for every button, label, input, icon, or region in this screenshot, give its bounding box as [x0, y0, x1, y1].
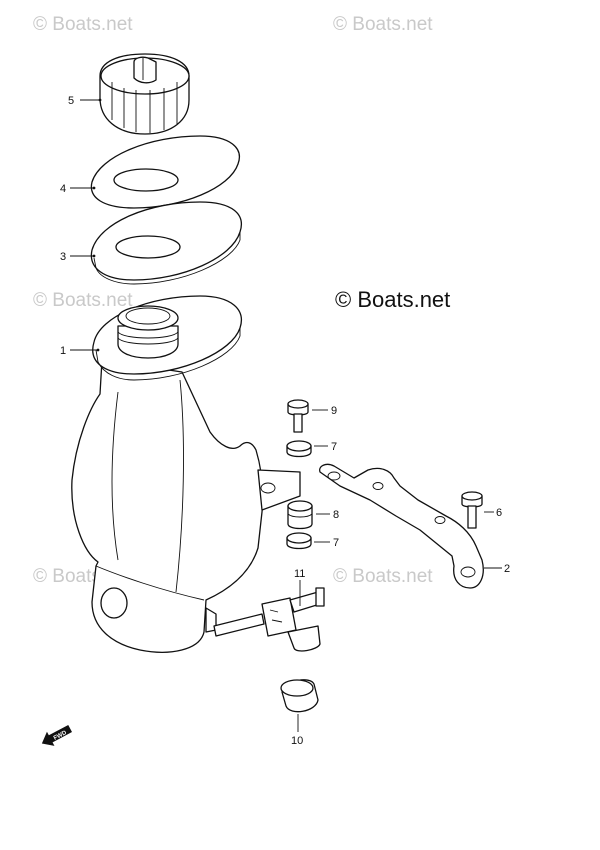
watermark-top-left: © Boats.net [33, 14, 133, 35]
callout-1: 1 [60, 345, 66, 357]
part-gasket-lower[interactable] [90, 201, 242, 285]
callout-9: 9 [331, 405, 337, 417]
watermark-low-right: © Boats.net [333, 566, 433, 587]
part-fitting[interactable] [213, 587, 325, 652]
leader-lines [70, 98, 502, 732]
part-bracket[interactable] [319, 463, 484, 589]
callout-5: 5 [68, 95, 74, 107]
part-gasket-upper[interactable] [90, 135, 240, 209]
watermark-center: © Boats.net [335, 287, 450, 312]
part-bolt-upper[interactable] [287, 399, 309, 433]
watermark-top-right: © Boats.net [333, 14, 433, 35]
callout-10: 10 [291, 735, 303, 747]
callout-2: 2 [504, 563, 510, 575]
callout-7-lower: 7 [333, 537, 339, 549]
part-cap[interactable] [99, 53, 190, 135]
part-washer-upper[interactable] [286, 440, 312, 458]
part-end-cap[interactable] [280, 679, 319, 713]
callout-11: 11 [294, 568, 305, 580]
callout-4: 4 [60, 183, 66, 195]
callout-3: 3 [60, 251, 66, 263]
callout-6: 6 [496, 507, 502, 519]
part-washer-lower[interactable] [286, 532, 312, 550]
part-oil-tank[interactable] [71, 295, 301, 653]
fwd-arrow-icon: FWD [41, 724, 73, 746]
part-grommet[interactable] [287, 500, 313, 530]
callout-8: 8 [333, 509, 339, 521]
callout-7-upper: 7 [331, 441, 337, 453]
part-bolt-bracket[interactable] [461, 491, 483, 529]
watermark-mid-left: © Boats.net [33, 290, 133, 311]
